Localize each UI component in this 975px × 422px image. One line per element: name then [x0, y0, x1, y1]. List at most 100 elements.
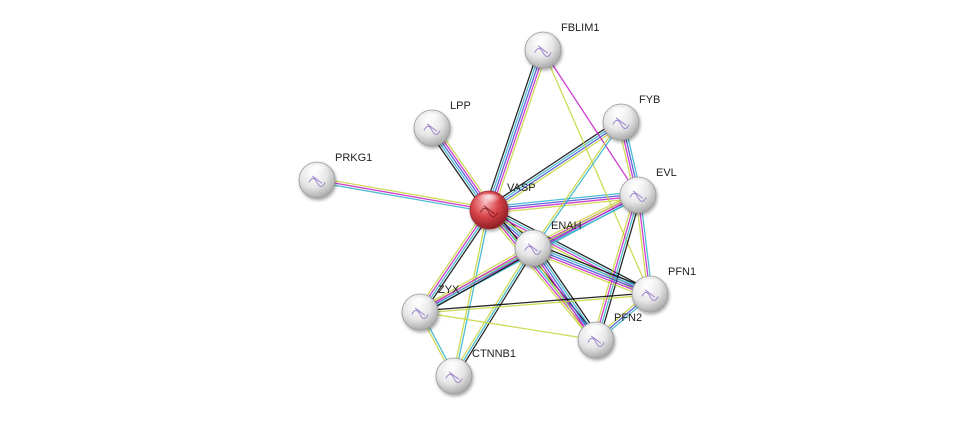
edge-zyx-pfn1	[419, 292, 651, 314]
edge-line-coexpression	[455, 248, 536, 378]
edge-line-database	[596, 195, 640, 341]
node-label-lpp: LPP	[450, 100, 471, 112]
edge-fblim1-evl	[542, 49, 639, 196]
edge-fyb-enah	[531, 120, 623, 250]
edge-line-coexpression	[484, 48, 540, 209]
node-zyx[interactable]: ZYX	[401, 284, 460, 331]
edge-line-database	[420, 210, 491, 313]
edge-vasp-ctnnb1	[452, 209, 491, 377]
edge-line-experiments	[530, 248, 595, 342]
node-enah[interactable]: ENAH	[514, 220, 582, 267]
edge-line-database	[316, 181, 489, 213]
node-label-ctnnb1: CTNNB1	[472, 348, 516, 360]
edge-line-database	[489, 208, 598, 340]
edge-line-database	[453, 247, 534, 377]
edge-line-coexpression	[422, 211, 493, 315]
edge-line-textmining	[531, 191, 637, 246]
edge-line-experiments	[419, 246, 533, 312]
edge-line-textmining	[451, 246, 532, 376]
edge-line-database	[488, 191, 638, 208]
node-highlight	[583, 324, 609, 340]
edge-line-experiments	[418, 209, 489, 312]
edge-line-coexpression	[419, 292, 650, 312]
edge-line-textmining	[485, 211, 594, 343]
edge-line-coexpression	[421, 250, 535, 316]
edge-line-database	[533, 245, 652, 293]
node-label-zyx: ZYX	[438, 284, 460, 296]
edge-line-coexpression	[536, 245, 601, 338]
edge-line-database	[533, 122, 623, 250]
edge-enah-pfn1	[531, 243, 652, 299]
node-label-enah: ENAH	[551, 220, 582, 232]
edge-line-coexpression	[490, 206, 652, 292]
edge-line-cooccurrence	[488, 49, 544, 211]
node-highlight	[637, 278, 663, 294]
edge-line-textmining	[531, 120, 621, 248]
node-evl[interactable]: EVL	[619, 167, 677, 214]
node-highlight	[441, 360, 467, 376]
edge-line-database	[488, 120, 621, 210]
node-label-pfn2: PFN2	[614, 312, 642, 324]
edge-line-textmining	[419, 311, 597, 341]
edge-line-textmining	[418, 244, 532, 310]
node-vasp[interactable]: VASP	[469, 182, 536, 230]
edge-line-database	[534, 246, 599, 340]
edge-line-coexpression	[534, 243, 652, 291]
node-highlight	[520, 232, 546, 248]
node-prkg1[interactable]: PRKG1	[298, 152, 372, 199]
node-pfn1[interactable]: PFN1	[631, 266, 696, 313]
node-highlight	[419, 112, 445, 128]
node-highlight	[475, 193, 503, 210]
node-highlight	[625, 179, 651, 195]
edge-line-experiments	[487, 210, 596, 342]
edge-vasp-fblim1	[484, 48, 548, 212]
edge-line-experiments	[490, 50, 546, 211]
edge-line-experiments	[531, 249, 650, 297]
node-fblim1[interactable]: FBLIM1	[524, 22, 600, 69]
edge-line-textmining	[542, 49, 651, 295]
node-fyb[interactable]: FYB	[602, 94, 660, 141]
edge-enah-zyx	[418, 244, 535, 316]
node-pfn2[interactable]: PFN2	[577, 312, 642, 359]
node-lpp[interactable]: LPP	[413, 100, 471, 147]
node-highlight	[530, 34, 556, 50]
edge-line-experiments	[489, 195, 639, 212]
edge-line-textmining	[528, 250, 593, 343]
edge-line-textmining	[416, 207, 487, 311]
edge-line-textmining	[492, 51, 548, 212]
edge-line-textmining	[420, 294, 651, 314]
node-label-pfn1: PFN1	[668, 266, 696, 278]
edge-vasp-fyb	[486, 118, 624, 214]
node-highlight	[304, 164, 330, 180]
edge-line-cooccurrence	[532, 247, 597, 341]
edge-line-database	[454, 210, 491, 377]
node-label-fyb: FYB	[639, 94, 660, 106]
edge-line-textmining	[452, 209, 489, 376]
edge-line-textmining	[531, 251, 649, 299]
node-label-evl: EVL	[656, 167, 677, 179]
edge-line-coexpression	[486, 118, 620, 208]
edge-line-textmining	[592, 193, 636, 340]
edge-line-cooccurrence	[532, 247, 651, 295]
edge-line-coexpression	[598, 195, 642, 342]
node-label-fblim1: FBLIM1	[561, 22, 600, 34]
edge-enah-ctnnb1	[451, 246, 536, 378]
edge-enah-pfn2	[528, 245, 601, 343]
node-label-prkg1: PRKG1	[335, 152, 372, 164]
node-highlight	[407, 296, 433, 312]
edge-line-experiments	[542, 49, 639, 196]
node-ctnnb1[interactable]: CTNNB1	[435, 348, 516, 395]
node-label-vasp: VASP	[507, 182, 536, 194]
edge-vasp-zyx	[416, 207, 493, 315]
edge-line-database	[486, 49, 542, 210]
edge-line-textmining	[317, 177, 490, 209]
edge-fblim1-pfn1	[542, 49, 651, 295]
edge-evl-pfn2	[592, 193, 642, 342]
edge-line-database	[420, 248, 534, 314]
edge-line-experiments	[594, 194, 638, 340]
node-highlight	[608, 106, 634, 122]
edge-line-cooccurrence	[488, 193, 638, 210]
edge-vasp-prkg1	[316, 177, 490, 213]
